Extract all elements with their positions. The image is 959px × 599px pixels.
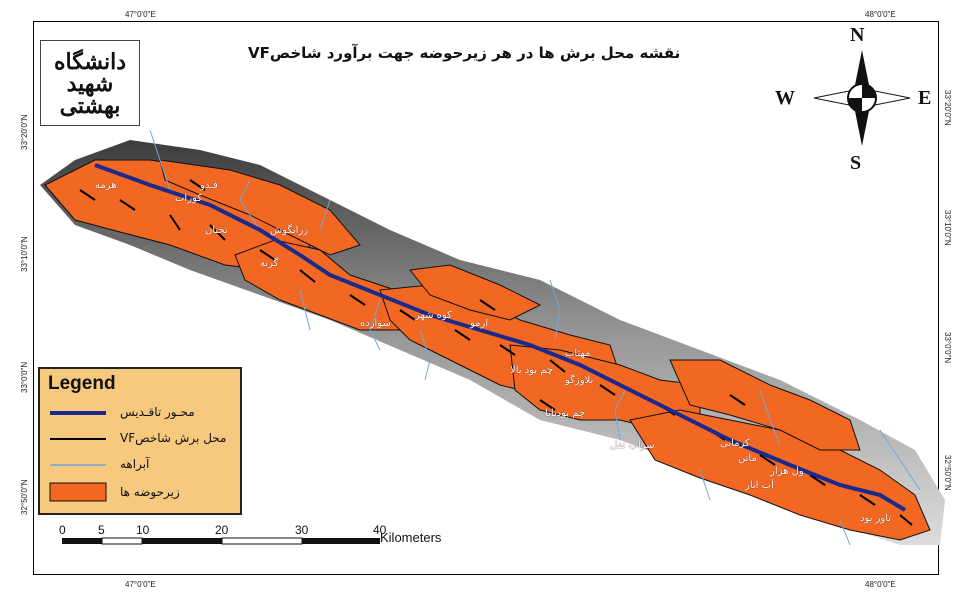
subbasin-label: فـدو (200, 180, 218, 191)
subbasin-label: ماتن (738, 453, 757, 464)
subbasin-label: چم بودپایا (545, 408, 586, 419)
subbasin-label: چم بود بالا (510, 365, 554, 376)
anticline-axis (94, 163, 907, 512)
subbasin-label: مهتاب (565, 348, 591, 359)
scale-bar-graphic (62, 537, 380, 545)
subbasin-label: گرنه (260, 258, 279, 269)
compass-e: E (918, 87, 932, 109)
map-legend: Legend محـور تاقـدیس محل برش شاخصVF آبرا… (38, 367, 242, 515)
scale-tick: 10 (136, 523, 150, 537)
scale-tick: 5 (98, 523, 105, 537)
coord-top-right: 48°0'0"E (865, 10, 896, 19)
legend-subbasin-symbol (49, 482, 107, 502)
subbasin-label: بلاوزگو (565, 375, 594, 386)
legend-axis-symbol (50, 411, 106, 415)
subbasin-label: هرمه (95, 180, 117, 191)
legend-vf-symbol (50, 438, 106, 440)
coord-bottom-left: 47°0'0"E (125, 580, 156, 589)
logo-text: دانشگاه شهید بهشتی (53, 49, 127, 119)
north-arrow-icon (813, 50, 911, 146)
coord-top-left: 47°0'0"E (125, 10, 156, 19)
subbasin-label: ارمو (470, 318, 489, 329)
subbasin-label: کرمانی (720, 438, 750, 449)
legend-item-label: زیرحوضه ها (120, 485, 180, 499)
compass-n: N (850, 24, 865, 46)
subbasin-north-mid (409, 264, 542, 321)
subbasin-label: ول هزار (770, 466, 804, 477)
subbasin-north-band (159, 159, 361, 256)
legend-item-label: محـور تاقـدیس (120, 405, 195, 419)
vf-cut-lines (79, 179, 913, 526)
coord-bottom-right: 48°0'0"E (865, 580, 896, 589)
subbasin-label: سراب نفل (610, 440, 655, 451)
legend-item-label: آبراهه (120, 457, 150, 471)
subbasin-label: سوارده (360, 318, 391, 329)
subbasin-label: زرانگوش (270, 225, 309, 236)
compass-s: S (850, 152, 862, 174)
legend-title: Legend (48, 373, 116, 394)
legend-item-label: محل برش شاخصVF (120, 431, 227, 445)
subbasin-label: تاور بود (860, 513, 892, 524)
university-logo: دانشگاه شهید بهشتی (40, 40, 140, 126)
scale-tick: 0 (59, 523, 66, 537)
legend-stream-symbol (50, 464, 106, 466)
scale-tick: 20 (215, 523, 229, 537)
subbasin-east (629, 409, 931, 541)
compass-w: W (775, 87, 795, 109)
scale-tick: 40 (373, 523, 387, 537)
subbasin-label: کوراب (175, 193, 202, 204)
map-title: نقشه محل برش ها در هر زیرحوضه جهت برآورد… (248, 44, 681, 62)
subbasin-label: آب انار (745, 480, 774, 491)
scale-tick: 30 (295, 523, 309, 537)
subbasin-label: کوه شهر (415, 310, 452, 321)
streams (149, 129, 921, 546)
subbasin-label: تختان (205, 225, 228, 236)
scale-unit: Kilometers (380, 530, 442, 545)
